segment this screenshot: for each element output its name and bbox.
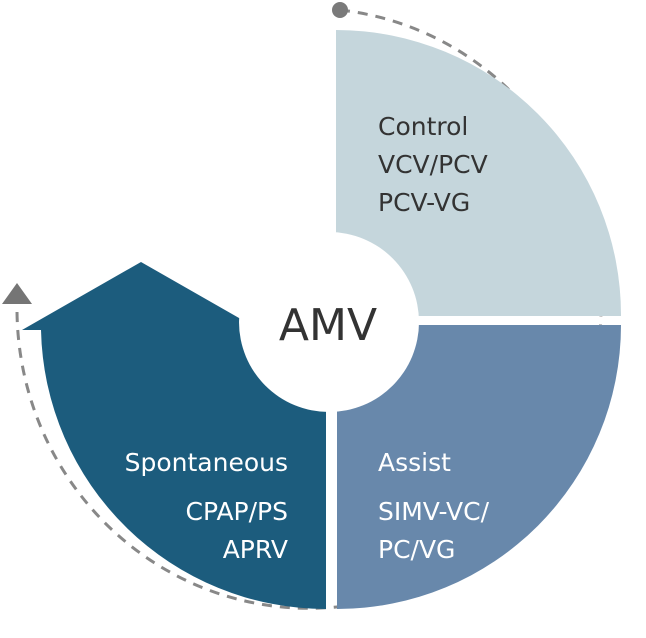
assist-label: Assist SIMV-VC/ PC/VG [378, 444, 489, 569]
center-label: AMV [278, 300, 378, 351]
spontaneous-mode-1: CPAP/PS [185, 497, 288, 526]
ring-arrow-icon [2, 283, 32, 304]
ring-start-marker [332, 2, 348, 18]
control-segment [336, 30, 622, 316]
spontaneous-title: Spontaneous [124, 448, 288, 477]
center-hub [239, 232, 419, 412]
spontaneous-label: CPAP/PS APRV [40, 493, 288, 569]
control-mode-2: PCV-VG [378, 188, 471, 217]
assist-segment [337, 325, 621, 609]
control-title: Control [378, 112, 469, 141]
spontaneous-mode-2: APRV [222, 535, 288, 564]
assist-mode-1: SIMV-VC/ [378, 497, 489, 526]
control-mode-1: VCV/PCV [378, 150, 488, 179]
assist-mode-2: PC/VG [378, 535, 456, 564]
assist-title: Assist [378, 448, 451, 477]
control-label: Control VCV/PCV PCV-VG [378, 108, 488, 222]
